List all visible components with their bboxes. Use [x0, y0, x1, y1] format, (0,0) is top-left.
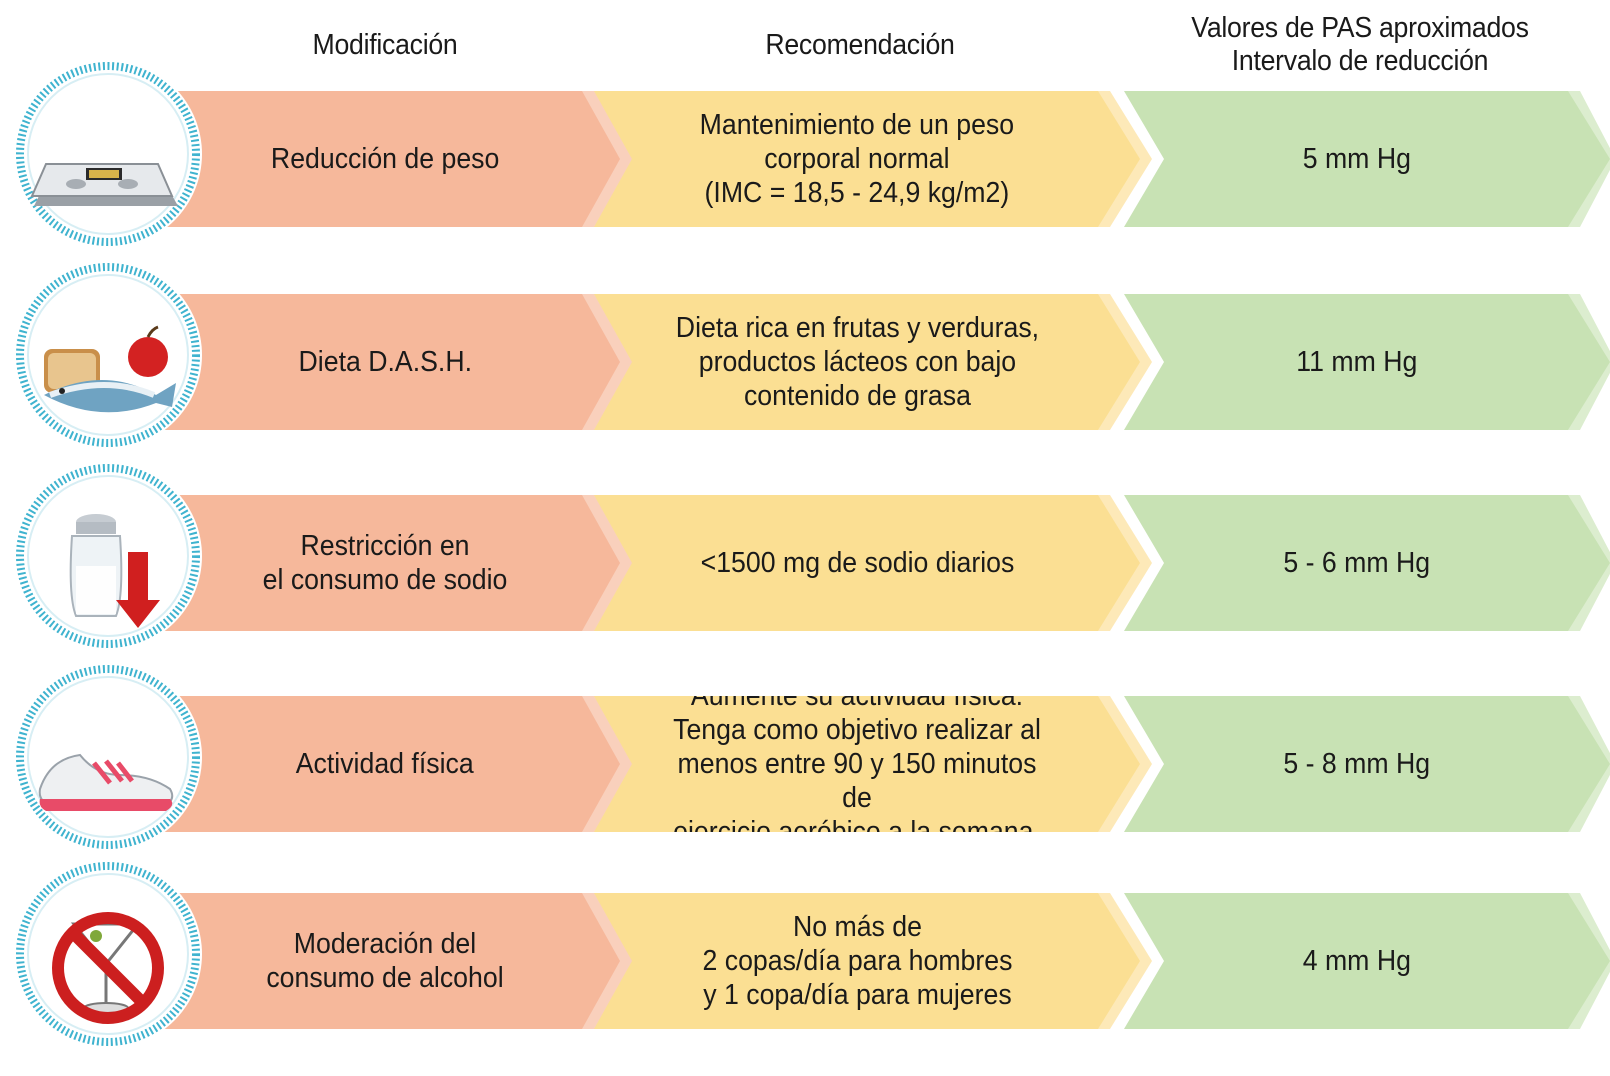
recommendation-text-line-4: ejercicio aeróbico a la semana.	[673, 816, 1041, 848]
modification-text-line-1: Actividad física	[296, 748, 474, 780]
recommendation-text-line-2: corporal normal	[764, 143, 950, 175]
recommendation-arrow: Aumente su actividad física.Tenga como o…	[584, 696, 1140, 832]
recommendation-text: <1500 mg de sodio diarios	[700, 546, 1014, 580]
header-recommendation: Recomendación	[639, 0, 1081, 90]
header-recommendation-label: Recomendación	[765, 28, 955, 61]
recommendation-text-line-1: Aumente su actividad física.	[690, 680, 1024, 712]
reduction-value-line-1: 11 mm Hg	[1296, 346, 1418, 378]
reduction-arrow: 5 mm Hg	[1124, 91, 1610, 227]
modification-arrow: Actividad física	[150, 696, 620, 832]
reduction-value-line-1: 5 - 6 mm Hg	[1283, 547, 1431, 579]
recommendation-text-line-1: Mantenimiento de un peso	[699, 109, 1015, 141]
recommendation-text: Dieta rica en frutas y verduras,producto…	[675, 311, 1038, 413]
reduction-value: 11 mm Hg	[1296, 345, 1417, 379]
modification-text-line-1: Moderación del	[293, 928, 477, 960]
header-modification: Modificación	[215, 0, 555, 90]
healthy-food-icon	[10, 257, 206, 453]
no-alcohol-icon	[10, 856, 206, 1052]
recommendation-text-line-3: contenido de grasa	[743, 380, 971, 412]
recommendation-text-line-2: productos lácteos con bajo	[698, 346, 1016, 378]
table-row: 5 - 8 mm Hg Aumente su actividad física.T…	[0, 696, 1610, 832]
header-reduction-label: Valores de PAS aproximados Intervalo de …	[1191, 12, 1529, 78]
recommendation-arrow: <1500 mg de sodio diarios	[584, 495, 1140, 631]
modification-text-line-1: Restricción en	[300, 530, 470, 562]
reduction-arrow: 11 mm Hg	[1124, 294, 1610, 430]
recommendation-text: Aumente su actividad física.Tenga como o…	[661, 680, 1053, 848]
recommendation-text-line-3: (IMC = 18,5 - 24,9 kg/m2)	[704, 177, 1010, 209]
recommendation-text-line-2: Tenga como objetivo realizar al	[673, 714, 1041, 746]
header-modification-label: Modificación	[312, 28, 458, 61]
sneaker-icon	[10, 659, 206, 855]
reduction-value-line-1: 4 mm Hg	[1302, 945, 1412, 977]
reduction-arrow: 4 mm Hg	[1124, 893, 1610, 1029]
modification-text-line-2: el consumo de sodio	[262, 564, 508, 596]
header-reduction-line-1: Valores de PAS aproximados	[1191, 12, 1529, 44]
salt-shaker-down-arrow-icon	[10, 458, 206, 654]
reduction-value-line-1: 5 mm Hg	[1302, 143, 1412, 175]
recommendation-text-line-1: <1500 mg de sodio diarios	[700, 547, 1014, 579]
reduction-value-line-1: 5 - 8 mm Hg	[1283, 748, 1431, 780]
modification-text-line-2: consumo de alcohol	[266, 962, 504, 994]
header-reduction: Valores de PAS aproximados Intervalo de …	[1130, 0, 1590, 90]
recommendation-text-line-1: Dieta rica en frutas y verduras,	[675, 312, 1039, 344]
recommendation-text-line-1: No más de	[792, 911, 922, 943]
table-row: 11 mm Hg Dieta rica en frutas y verduras,…	[0, 294, 1610, 430]
recommendation-text-line-2: 2 copas/día para hombres	[702, 945, 1012, 977]
modification-arrow: Reducción de peso	[150, 91, 620, 227]
reduction-value: 5 - 8 mm Hg	[1284, 747, 1431, 781]
reduction-arrow: 5 - 8 mm Hg	[1124, 696, 1610, 832]
recommendation-text-line-3: y 1 copa/día para mujeres	[702, 979, 1012, 1011]
header-reduction-line-2: Intervalo de reducción	[1231, 45, 1489, 77]
modification-text: Reducción de peso	[271, 142, 499, 176]
modification-text: Actividad física	[296, 747, 474, 781]
modification-text-line-1: Reducción de peso	[270, 143, 500, 175]
table-row: 5 - 6 mm Hg <1500 mg de sodio diarios Rest…	[0, 495, 1610, 631]
reduction-arrow: 5 - 6 mm Hg	[1124, 495, 1610, 631]
modification-text: Dieta D.A.S.H.	[298, 345, 471, 379]
reduction-value: 5 - 6 mm Hg	[1284, 546, 1431, 580]
recommendation-arrow: Dieta rica en frutas y verduras,producto…	[584, 294, 1140, 430]
modification-arrow: Dieta D.A.S.H.	[150, 294, 620, 430]
bathroom-scale-icon	[10, 56, 206, 252]
modification-text-line-1: Dieta D.A.S.H.	[298, 346, 472, 378]
reduction-value: 4 mm Hg	[1303, 944, 1411, 978]
reduction-value: 5 mm Hg	[1303, 142, 1411, 176]
recommendation-text-line-3: menos entre 90 y 150 minutos de	[677, 748, 1037, 814]
